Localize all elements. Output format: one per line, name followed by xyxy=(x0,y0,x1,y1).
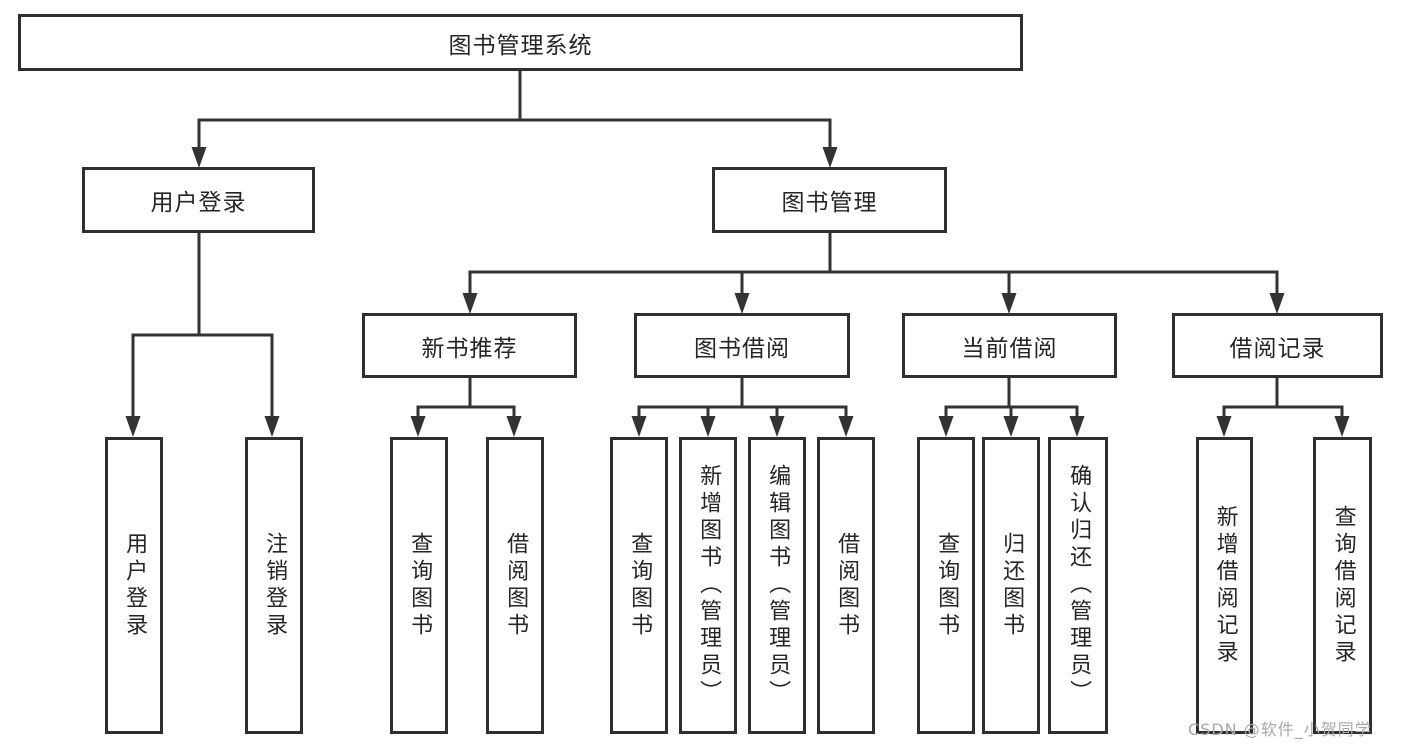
leaf-br-query-record: 查询借阅记录 xyxy=(1313,437,1372,734)
leaf-cb-confirm-return-admin: 确认归还（管理员） xyxy=(1048,437,1108,734)
leaf-label: 归还图书 xyxy=(999,531,1025,640)
leaf-bb-borrow-books: 借阅图书 xyxy=(817,437,875,734)
leaf-label: 查询借阅记录 xyxy=(1330,504,1356,667)
node-current-borrow: 当前借阅 xyxy=(902,313,1117,378)
leaf-label: 查询图书 xyxy=(407,531,433,640)
node-borrow-record: 借阅记录 xyxy=(1172,313,1383,378)
leaf-bb-query-books: 查询图书 xyxy=(610,437,668,734)
leaf-logout: 注销登录 xyxy=(245,437,303,734)
leaf-cb-return-books: 归还图书 xyxy=(982,437,1040,734)
leaf-label: 确认归还（管理员） xyxy=(1066,464,1092,707)
leaf-nbr-query-books: 查询图书 xyxy=(390,437,448,734)
node-root-system: 图书管理系统 xyxy=(18,14,1023,71)
leaf-bb-edit-books-admin: 编辑图书（管理员） xyxy=(748,437,806,734)
leaf-br-add-record: 新增借阅记录 xyxy=(1196,437,1253,734)
leaf-label: 借阅图书 xyxy=(834,531,860,640)
node-book-borrow: 图书借阅 xyxy=(634,313,850,378)
leaf-label: 查询图书 xyxy=(934,531,960,640)
leaf-cb-query-books: 查询图书 xyxy=(917,437,975,734)
node-new-book-recommend: 新书推荐 xyxy=(362,313,577,378)
leaf-label: 用户登录 xyxy=(122,531,148,640)
leaf-label: 借阅图书 xyxy=(503,531,529,640)
leaf-label: 新增借阅记录 xyxy=(1212,504,1238,667)
csdn-watermark: CSDN @软件_小贺同学 xyxy=(1188,720,1372,739)
leaf-user-login: 用户登录 xyxy=(105,437,163,734)
leaf-label: 编辑图书（管理员） xyxy=(765,464,791,707)
leaf-label: 注销登录 xyxy=(262,531,288,640)
leaf-label: 新增图书（管理员） xyxy=(696,464,722,707)
node-user-login: 用户登录 xyxy=(82,167,315,233)
node-book-management: 图书管理 xyxy=(712,167,947,233)
leaf-label: 查询图书 xyxy=(627,531,653,640)
leaf-bb-add-books-admin: 新增图书（管理员） xyxy=(679,437,737,734)
leaf-nbr-borrow-books: 借阅图书 xyxy=(486,437,544,734)
